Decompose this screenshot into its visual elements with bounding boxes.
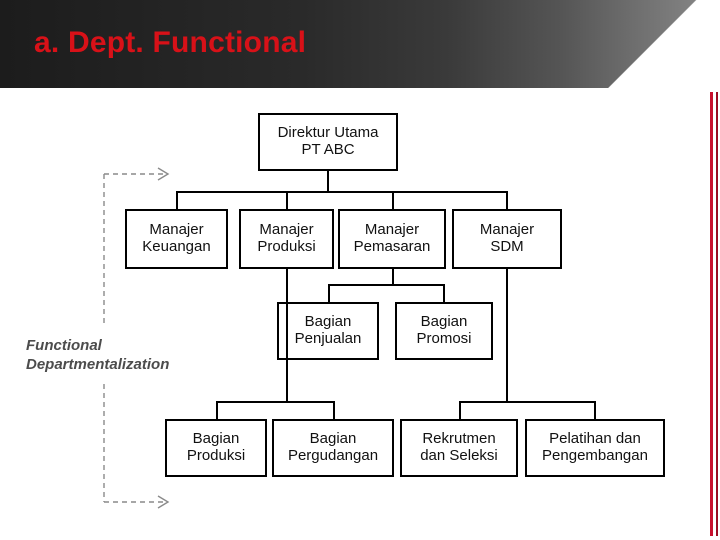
page-title: a. Dept. Functional — [34, 26, 307, 59]
connector-pemasaran-stem — [392, 269, 394, 284]
node-line-2: Penjualan — [294, 330, 362, 347]
node-line-2: dan Seleksi — [420, 447, 498, 464]
node-manajer-pemasaran: Manajer Pemasaran — [338, 209, 446, 269]
node-line-2: Produksi — [186, 447, 246, 464]
connector-top-stem — [327, 171, 329, 191]
node-line-2: Pergudangan — [287, 447, 379, 464]
node-line-1: Pelatihan dan — [549, 430, 641, 448]
node-line-1: Bagian — [192, 430, 240, 448]
connector-drop-bagian-produksi — [216, 401, 218, 419]
connector-drop-produksi — [286, 191, 288, 209]
node-line-2: Promosi — [416, 330, 472, 347]
connector-sdm-bus — [459, 401, 595, 403]
annotation-arrowhead-upper — [157, 167, 170, 181]
node-line-2: Keuangan — [142, 238, 211, 255]
header-corner-notch — [600, 0, 720, 88]
node-line-1: Bagian — [420, 313, 468, 331]
node-line-1: Bagian — [304, 313, 352, 331]
node-bagian-penjualan: Bagian Penjualan — [277, 302, 379, 360]
diagram-caption-line-2: Departmentalization — [26, 355, 170, 373]
node-direktur-utama: Direktur Utama PT ABC — [258, 113, 398, 171]
connector-drop-rekrutmen — [459, 401, 461, 419]
connector-drop-sdm — [506, 191, 508, 209]
diagram-caption-line-1: Functional — [26, 337, 102, 354]
node-bagian-produksi: Bagian Produksi — [165, 419, 267, 477]
node-manajer-keuangan: Manajer Keuangan — [125, 209, 228, 269]
node-pelatihan-dan-pengembangan: Pelatihan dan Pengembangan — [525, 419, 665, 477]
connector-produksi-stem — [286, 269, 288, 401]
connector-sdm-stem — [506, 269, 508, 401]
connector-manager-bus — [176, 191, 507, 193]
node-line-1: Rekrutmen — [422, 430, 496, 448]
node-line-1: Manajer — [479, 221, 535, 239]
org-chart: Direktur Utama PT ABC Manajer Keuangan M… — [0, 92, 706, 536]
node-line-2: Produksi — [257, 238, 316, 255]
node-line-2: PT ABC — [301, 141, 355, 158]
node-line-1: Direktur Utama — [277, 124, 379, 142]
right-accent-rule — [710, 92, 713, 536]
node-manajer-produksi: Manajer Produksi — [239, 209, 334, 269]
node-bagian-promosi: Bagian Promosi — [395, 302, 493, 360]
connector-drop-pemasaran — [392, 191, 394, 209]
node-line-1: Manajer — [149, 221, 204, 239]
node-line-1: Manajer — [364, 221, 420, 239]
node-manajer-sdm: Manajer SDM — [452, 209, 562, 269]
connector-drop-penjualan — [328, 284, 330, 302]
diagram-caption: Functional Departmentalization — [26, 337, 196, 375]
node-line-1: Bagian — [309, 430, 357, 448]
connector-produksi-bus — [216, 401, 333, 403]
right-accent-rule-secondary — [716, 92, 718, 536]
connector-drop-pergudangan — [333, 401, 335, 419]
node-line-2: Pengembangan — [542, 447, 648, 464]
node-line-1: Manajer — [259, 221, 314, 239]
annotation-arrowhead-lower — [157, 495, 170, 509]
header-underline — [0, 88, 720, 91]
node-rekrutmen-dan-seleksi: Rekrutmen dan Seleksi — [400, 419, 518, 477]
connector-drop-promosi — [443, 284, 445, 302]
connector-drop-pelatihan — [594, 401, 596, 419]
connector-drop-keuangan — [176, 191, 178, 209]
connector-pemasaran-bus — [328, 284, 445, 286]
node-line-2: Pemasaran — [353, 238, 431, 255]
node-bagian-pergudangan: Bagian Pergudangan — [272, 419, 394, 477]
node-line-2: SDM — [490, 238, 524, 255]
